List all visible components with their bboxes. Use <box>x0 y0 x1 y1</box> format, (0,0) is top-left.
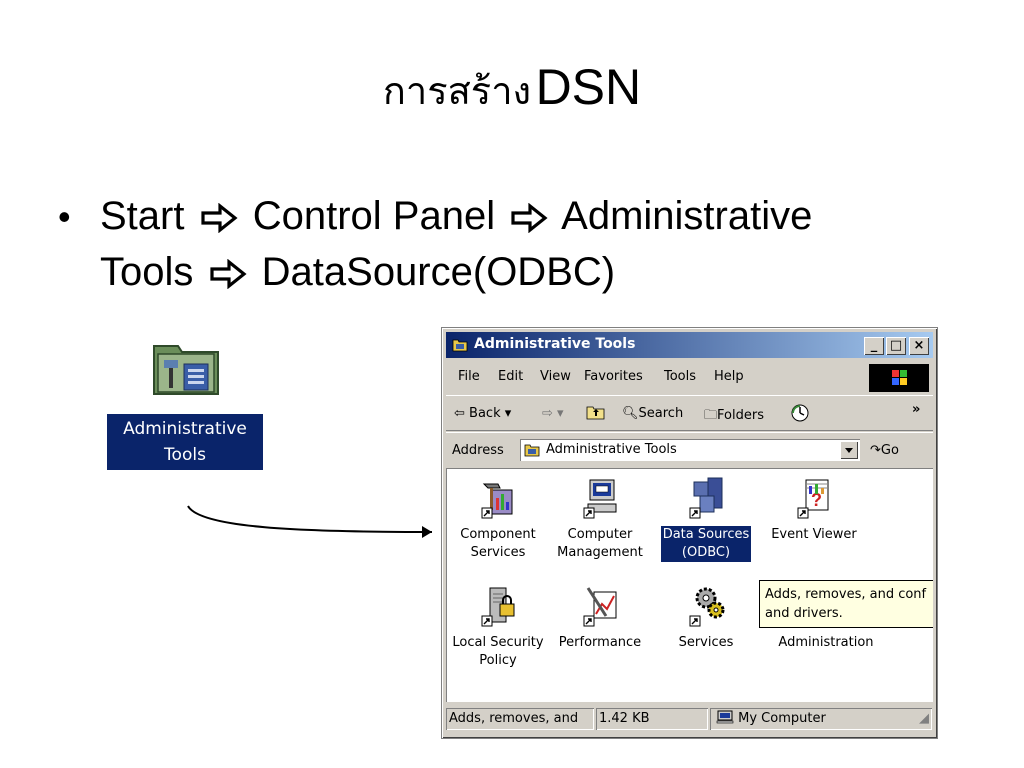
toolbar-overflow-button[interactable]: » <box>912 402 921 417</box>
svg-text:?: ? <box>811 490 822 510</box>
right-arrow-icon <box>511 203 548 234</box>
file-item-label: Data Sources(ODBC) <box>660 526 752 562</box>
bullet-line-2: Tools DataSource(ODBC) <box>100 246 615 299</box>
administrative-tools-folder-icon[interactable] <box>150 340 222 398</box>
address-bar: Address Administrative Tools ↷Go <box>446 432 933 467</box>
folders-label: Folders <box>717 408 764 423</box>
path-step-tools: Tools <box>100 250 194 294</box>
back-arrow-icon: ⇦ <box>454 406 465 421</box>
menu-bar: File Edit View Favorites Tools Help <box>446 362 933 392</box>
forward-button[interactable]: ⇨ ▾ <box>542 406 564 421</box>
menu-help[interactable]: Help <box>714 369 744 384</box>
address-dropdown-button[interactable] <box>840 441 858 459</box>
search-button[interactable]: 🔍︎Search <box>622 406 683 421</box>
file-item-label: Administration <box>778 635 874 650</box>
up-folder-button[interactable] <box>586 403 606 425</box>
go-arrow-icon: ↷ <box>870 443 881 458</box>
go-label: Go <box>880 443 899 458</box>
performance-icon <box>583 587 617 627</box>
search-label: Search <box>638 406 684 421</box>
component-services-icon <box>481 483 513 519</box>
menu-tools[interactable]: Tools <box>664 369 697 384</box>
file-item-event-viewer[interactable]: ? Event Viewer <box>764 476 864 544</box>
history-button[interactable] <box>790 403 810 427</box>
back-button[interactable]: ⇦ Back ▾ <box>454 406 511 421</box>
tooltip-line1: Adds, removes, and conf <box>765 587 927 602</box>
tooltip: Adds, removes, and conf and drivers. <box>759 580 933 628</box>
window-titlebar[interactable]: Administrative Tools _ □ × <box>446 332 933 358</box>
desktop-icon-label-line2: Tools <box>164 445 206 465</box>
address-input[interactable]: Administrative Tools <box>520 439 860 461</box>
path-step-control-panel: Control Panel <box>252 194 496 238</box>
menu-view[interactable]: View <box>540 369 571 384</box>
file-item-data-sources-odbc[interactable]: Data Sources(ODBC) <box>656 476 756 562</box>
folders-icon: 🗀 <box>704 408 718 423</box>
window-title: Administrative Tools <box>474 336 636 352</box>
maximize-button[interactable]: □ <box>886 337 906 355</box>
folder-tools-icon <box>524 444 540 457</box>
go-button[interactable]: ↷Go <box>870 443 899 458</box>
status-description: Adds, removes, and <box>446 708 594 730</box>
address-label: Address <box>452 443 504 458</box>
search-icon: 🔍︎ <box>622 406 639 421</box>
path-step-start: Start <box>100 194 185 238</box>
path-step-datasource: DataSource(ODBC) <box>261 250 616 294</box>
toolbar: ⇦ Back ▾ ⇨ ▾ 🔍︎Search 🗀Folders » <box>446 395 933 431</box>
folder-tools-icon <box>452 339 468 352</box>
local-security-icon <box>481 587 515 627</box>
status-bar: Adds, removes, and 1.42 KB My Computer ◢ <box>446 706 933 734</box>
file-item-label: Event Viewer <box>771 527 857 542</box>
minimize-button[interactable]: _ <box>864 337 884 355</box>
address-value: Administrative Tools <box>546 442 677 457</box>
menu-favorites[interactable]: Favorites <box>584 369 643 384</box>
menu-edit[interactable]: Edit <box>498 369 524 384</box>
status-zone-label: My Computer <box>738 711 826 726</box>
data-sources-icon <box>689 477 723 519</box>
desktop-icon-label[interactable]: Administrative Tools <box>107 414 263 470</box>
back-label: Back <box>469 406 501 421</box>
chevron-down-icon <box>845 448 853 453</box>
path-step-administrative: Administrative <box>561 194 813 238</box>
menu-file[interactable]: File <box>458 369 480 384</box>
tooltip-line2: and drivers. <box>765 606 843 621</box>
right-arrow-icon <box>201 203 238 234</box>
my-computer-icon <box>716 710 734 724</box>
folders-button[interactable]: 🗀Folders <box>704 406 764 428</box>
services-icon <box>689 587 725 627</box>
status-zone: My Computer ◢ <box>710 708 932 730</box>
close-button[interactable]: × <box>909 337 929 355</box>
bullet-dot: • <box>58 196 71 237</box>
slide-title-thai: การสร้าง <box>382 69 532 113</box>
desktop-icon-label-line1: Administrative <box>123 419 247 439</box>
resize-grip-icon[interactable]: ◢ <box>919 711 929 726</box>
up-folder-icon <box>586 406 605 420</box>
administrative-tools-window: Administrative Tools _ □ × File Edit Vie… <box>441 327 938 739</box>
file-item-label: Services <box>678 635 734 650</box>
file-item-services[interactable]: Services <box>656 584 756 652</box>
bullet-line-1: Start Control Panel Administrative <box>100 190 812 243</box>
slide-title: การสร้าง DSN <box>0 58 1024 121</box>
history-clock-icon <box>791 404 809 422</box>
right-arrow-icon <box>209 259 247 290</box>
file-item-label: Performance <box>558 635 642 650</box>
slide-title-dsn: DSN <box>535 59 642 115</box>
file-item-performance[interactable]: Performance <box>550 584 650 652</box>
chevron-down-icon: ▾ <box>504 406 512 421</box>
event-viewer-icon: ? <box>797 479 829 519</box>
status-size: 1.42 KB <box>596 708 708 730</box>
computer-management-icon <box>583 479 617 519</box>
windows-logo-icon <box>869 364 929 392</box>
